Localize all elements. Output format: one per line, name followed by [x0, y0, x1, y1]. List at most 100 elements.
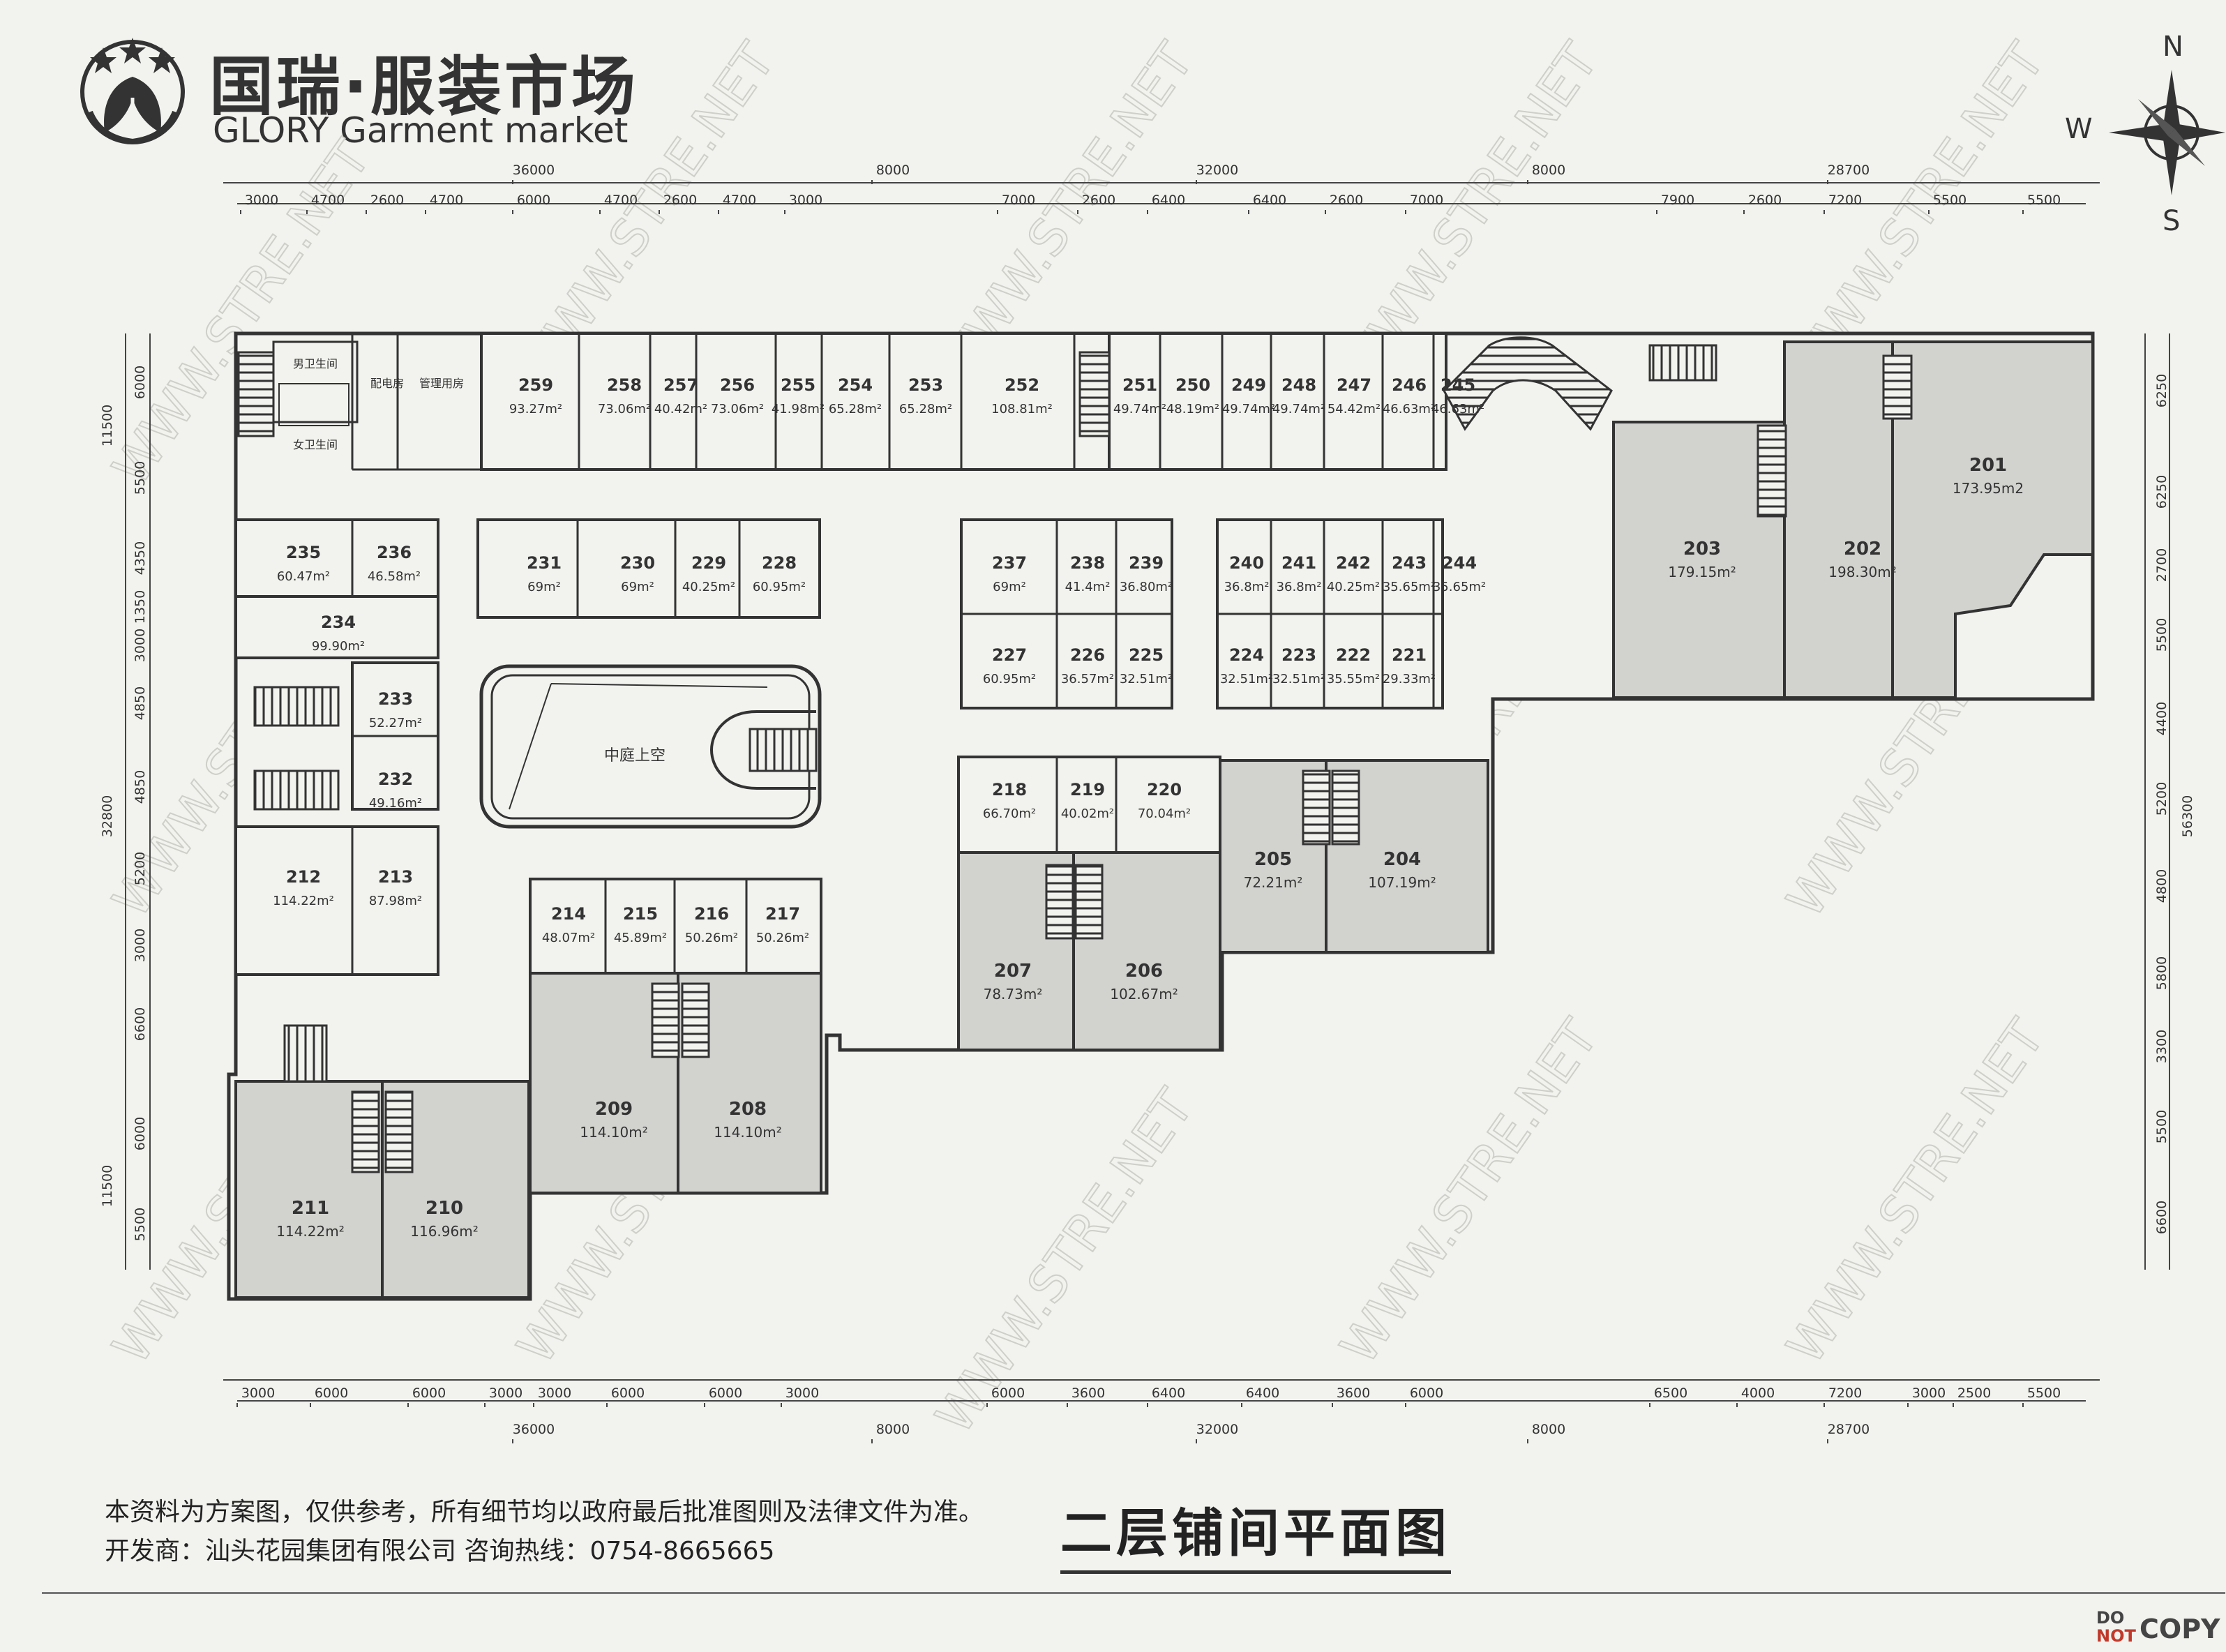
dimension-label: 5800 — [2154, 956, 2169, 990]
stamp-copy: COPY — [2139, 1614, 2220, 1644]
room-area: 60.95m² — [983, 672, 1036, 686]
dimension-label: 1350 — [133, 590, 148, 624]
room-number: 223 — [1281, 645, 1316, 665]
dimension-label: 6250 — [2154, 374, 2169, 407]
stairwells — [237, 336, 1913, 1173]
room-area: 69m² — [527, 580, 561, 594]
dimension-label: 2600 — [370, 193, 404, 208]
dimension-label: 6400 — [1152, 193, 1185, 208]
room-number: 220 — [1147, 780, 1182, 799]
room-number: 224 — [1229, 645, 1264, 665]
dimension-label: 28700 — [1828, 163, 1870, 178]
dimension-label: 6500 — [1654, 1386, 1687, 1401]
stair-204 — [1331, 769, 1360, 846]
dimension-label: 4350 — [133, 541, 148, 575]
dimension-label: 3000 — [133, 629, 148, 662]
dimension-label: 32800 — [100, 795, 115, 837]
dimension-label: 3000 — [133, 929, 148, 962]
stamp-do: DO — [2096, 1608, 2125, 1628]
large-units — [234, 340, 2094, 1299]
room-area: 40.25m² — [1327, 580, 1380, 594]
room-number: 208 — [729, 1099, 767, 1120]
room-area: 29.33m² — [1383, 672, 1436, 686]
room-area: 173.95m2 — [1953, 480, 2024, 497]
room-number: 247 — [1337, 375, 1371, 395]
room-number: 256 — [720, 375, 755, 395]
compass-north: N — [2163, 31, 2183, 63]
room-area: 35.65m² — [1433, 580, 1486, 594]
dimension-label: 6250 — [2154, 475, 2169, 509]
room-number: 245 — [1441, 375, 1475, 395]
dimension-label: 36000 — [513, 1422, 555, 1437]
dimension-label: 11500 — [100, 1165, 115, 1207]
dimension-label: 3000 — [789, 193, 822, 208]
dimension-label: 3000 — [241, 1386, 275, 1401]
room-area: 32.51m² — [1220, 672, 1273, 686]
unit-203-shape — [1612, 421, 1786, 699]
room-number: 231 — [527, 553, 562, 573]
room-area: 49.74m² — [1113, 402, 1166, 416]
room-number: 257 — [663, 375, 698, 395]
atrium-label: 中庭上空 — [604, 747, 665, 765]
room-number: 258 — [607, 375, 642, 395]
unit-204-shape — [1325, 759, 1489, 954]
dimension-label: 5500 — [2154, 618, 2169, 652]
room-area: 69m² — [621, 580, 654, 594]
block-234 — [234, 595, 439, 659]
mens-restroom-label: 男卫生间 — [293, 357, 338, 370]
room-area: 32.51m² — [1120, 672, 1173, 686]
dimension-label: 6000 — [517, 193, 550, 208]
room-labels: 25993.27m²25873.06m²25740.42m²25673.06m²… — [273, 375, 2024, 1240]
room-area: 65.28m² — [899, 402, 952, 416]
room-number: 211 — [292, 1198, 329, 1219]
dimension-label: 4700 — [604, 193, 638, 208]
room-area: 36.8m² — [1277, 580, 1322, 594]
room-area: 73.06m² — [711, 402, 764, 416]
brand-name-en: GLORY Garment market — [213, 110, 629, 151]
dimension-label: 4700 — [430, 193, 463, 208]
room-area: 49.16m² — [369, 796, 422, 811]
dimension-label: 8000 — [876, 163, 910, 178]
do-not-copy-stamp: DO NOT COPY — [2096, 1608, 2222, 1647]
dimension-label: 5200 — [2154, 782, 2169, 816]
room-area: 69m² — [993, 580, 1026, 594]
room-number: 215 — [623, 904, 658, 924]
room-area: 40.42m² — [654, 402, 707, 416]
dimension-label: 6000 — [133, 366, 148, 399]
room-number: 251 — [1122, 375, 1157, 395]
room-number: 234 — [321, 613, 356, 632]
dimension-label: 3000 — [538, 1386, 571, 1401]
dimension-label: 4000 — [1741, 1386, 1775, 1401]
dimension-label: 6000 — [709, 1386, 742, 1401]
stair-208 — [681, 982, 710, 1058]
room-number: 236 — [377, 543, 412, 562]
room-area: 198.30m² — [1828, 564, 1896, 580]
dimension-label: 3000 — [1912, 1386, 1946, 1401]
room-area: 102.67m² — [1110, 986, 1178, 1003]
block-228-231 — [476, 518, 821, 619]
stair-nw — [237, 351, 275, 437]
room-number: 202 — [1844, 539, 1881, 560]
stair-spiral — [1443, 336, 1613, 431]
dimension-label: 6400 — [1152, 1386, 1185, 1401]
unit-201-shape — [1891, 340, 2094, 699]
room-number: 244 — [1442, 553, 1477, 573]
stair-205 — [1302, 769, 1331, 846]
room-number: 217 — [765, 904, 800, 924]
dimension-label: 2700 — [2154, 548, 2169, 582]
footnote: 本资料为方案图，仅供参考，所有细节均以政府最后批准图则及法律文件为准。 开发商：… — [105, 1493, 984, 1571]
room-area: 114.22m² — [273, 894, 334, 908]
stamp-not: NOT — [2096, 1626, 2136, 1646]
dimension-label: 32000 — [1196, 1422, 1238, 1437]
dimension-label: 7900 — [1661, 193, 1694, 208]
stair-w-upper — [253, 686, 340, 727]
stair-207 — [1045, 864, 1074, 940]
room-number: 213 — [378, 867, 413, 887]
dimension-label: 7200 — [1828, 1386, 1862, 1401]
room-number: 238 — [1070, 553, 1105, 573]
unit-202-shape — [1783, 340, 1894, 699]
atrium: 中庭上空 — [479, 664, 822, 829]
room-area: 36.57m² — [1061, 672, 1114, 686]
room-number: 239 — [1129, 553, 1164, 573]
